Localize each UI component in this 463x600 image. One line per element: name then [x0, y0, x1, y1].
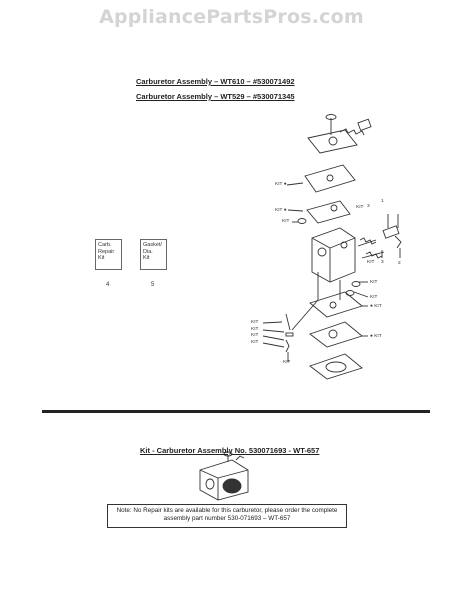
screw-head — [325, 114, 337, 120]
inlet-needle — [285, 313, 291, 331]
kit-box-line: Kit — [143, 255, 150, 261]
carb-repair-kit-box: Carb. Repair Kit — [95, 239, 122, 270]
pump-cover — [307, 129, 358, 154]
kit-box-line: Dia. — [143, 248, 153, 255]
callout-kit: KIT ● — [275, 182, 287, 187]
kit-box-line: Kit — [98, 255, 105, 261]
limiter-cap — [382, 225, 400, 239]
callout-kit: KIT — [370, 295, 378, 300]
kit-box-line: Carb. — [98, 242, 112, 248]
callout-kit: KIT — [283, 360, 291, 365]
callout-number-3: 3 — [367, 204, 370, 209]
callout-number-1: 1 — [381, 199, 384, 204]
metering-cover — [309, 353, 363, 380]
adjust-needle-h — [357, 239, 377, 247]
carburetor-body — [311, 227, 356, 283]
fitting-spring — [339, 128, 365, 136]
kit-assembly-title: Kit - Carburetor Assembly No. 530071693 … — [140, 446, 320, 455]
section-divider — [42, 410, 430, 413]
callout-kit: KIT ● — [275, 208, 287, 213]
callout-kit: KIT — [251, 320, 259, 325]
callout-number-2: 2 — [398, 261, 401, 266]
callout-kit: KIT — [367, 260, 375, 265]
assembly-title-wt610: Carburetor Assembly – WT610 – #530071492 — [136, 77, 295, 86]
gasket-dia-kit-box: Gasket/ Dia. Kit — [140, 239, 167, 270]
callout-kit: KIT — [251, 333, 259, 338]
callout-kit: KIT — [282, 219, 290, 224]
watermark-logo: AppliancePartsPros.com — [99, 6, 364, 28]
kit-box-line: Gasket/ — [143, 242, 162, 248]
assembly-title-wt529: Carburetor Assembly – WT529 – #530071345 — [136, 92, 295, 101]
callout-kit: KIT — [251, 327, 259, 332]
pump-diaphragm — [304, 164, 356, 193]
no-repair-kits-note: Note: No Repair kits are available for t… — [107, 504, 347, 528]
callout-kit: ● KIT — [370, 304, 382, 309]
kit-number-4: 4 — [106, 282, 110, 288]
callout-number-3: 3 — [381, 260, 384, 265]
callout-kit: KIT — [370, 280, 378, 285]
callout-kit: KIT — [251, 340, 259, 345]
pump-gasket — [306, 200, 351, 224]
metering-diaphragm — [309, 321, 363, 348]
callout-kit: KIT — [356, 205, 364, 210]
kit-number-5: 5 — [151, 282, 155, 288]
kit-carburetor-drawing — [199, 451, 249, 501]
callout-kit: ● KIT — [370, 334, 382, 339]
kit-box-line: Repair — [98, 248, 115, 255]
